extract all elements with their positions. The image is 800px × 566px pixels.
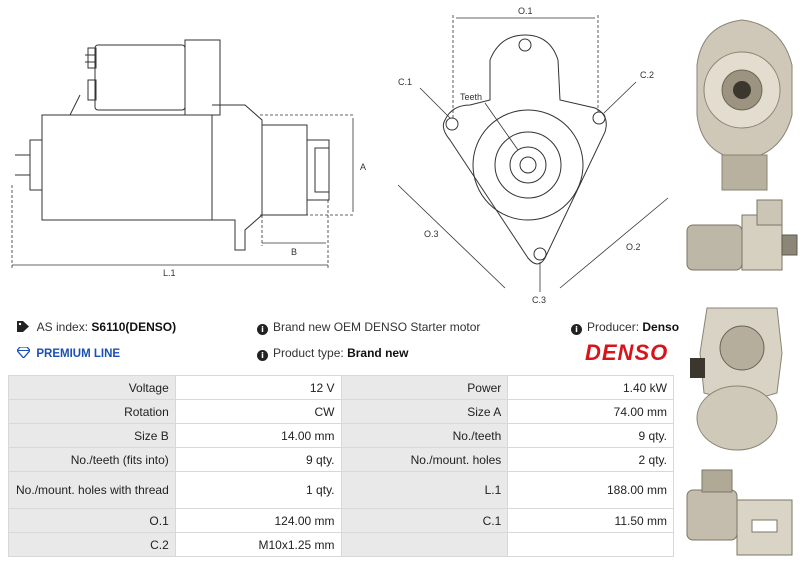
spec-label: No./teeth (fits into) — [8, 447, 176, 472]
premium-line-label: PREMIUM LINE — [36, 348, 121, 360]
premium-line[interactable]: PREMIUM LINE — [16, 346, 121, 361]
denso-logo: DENSO — [585, 340, 669, 365]
product-photo-front[interactable] — [682, 5, 800, 195]
spec-label: No./mount. holes with thread — [8, 471, 176, 509]
diamond-icon — [16, 346, 31, 361]
dim-label-b: B — [291, 247, 297, 257]
spec-value: 1 qty. — [174, 471, 342, 509]
spec-label — [340, 532, 509, 557]
table-row: No./teeth (fits into) 9 qty. No./mount. … — [8, 447, 674, 472]
table-row: No./mount. holes with thread 1 qty. L.1 … — [8, 471, 674, 509]
specs-table: Voltage 12 V Power 1.40 kW Rotation CW S… — [8, 375, 674, 557]
spec-value: 1.40 kW — [507, 375, 674, 400]
table-row: O.1 124.00 mm C.1 11.50 mm — [8, 508, 674, 533]
product-type: i Product type: Brand new — [257, 346, 408, 361]
producer-value: Denso — [642, 320, 680, 334]
as-index-label: AS index: — [36, 320, 89, 334]
dim-label-o3: O.3 — [424, 229, 439, 239]
table-row: Voltage 12 V Power 1.40 kW — [8, 375, 674, 400]
info-icon: i — [571, 324, 582, 335]
as-index-value: S6110(DENSO) — [91, 320, 177, 334]
producer-label: Producer: — [587, 320, 640, 334]
spec-value: 2 qty. — [507, 447, 674, 472]
info-icon: i — [257, 324, 268, 335]
spec-label: Size B — [8, 423, 176, 448]
spec-value: 12 V — [174, 375, 342, 400]
product-photo-gallery — [682, 0, 800, 566]
dim-label-o2: O.2 — [626, 242, 641, 252]
table-row: Size B 14.00 mm No./teeth 9 qty. — [8, 423, 674, 448]
spec-value: 14.00 mm — [174, 423, 342, 448]
spec-value: 9 qty. — [174, 447, 342, 472]
starter-motor-diagram: A B L.1 O.1 C.1 C.2 Teet — [11, 6, 669, 305]
table-row: Rotation CW Size A 74.00 mm — [8, 399, 674, 424]
spec-value: 74.00 mm — [507, 399, 674, 424]
spec-label: Rotation — [8, 399, 176, 424]
technical-drawing: A B L.1 O.1 C.1 C.2 Teet — [0, 0, 680, 310]
spec-value: 11.50 mm — [507, 508, 674, 533]
dim-label-teeth: Teeth — [460, 92, 482, 102]
tag-icon — [17, 321, 30, 335]
product-type-value: Brand new — [347, 346, 409, 360]
spec-label: No./mount. holes — [340, 447, 509, 472]
table-row: C.2 M10x1.25 mm — [8, 532, 674, 557]
spec-value — [507, 532, 674, 557]
product-photo-top[interactable] — [682, 465, 800, 565]
spec-value: 9 qty. — [507, 423, 674, 448]
spec-label: Size A — [340, 399, 509, 424]
info-icon: i — [257, 350, 268, 361]
spec-value: CW — [174, 399, 342, 424]
spec-label: C.1 — [340, 508, 509, 533]
as-index: AS index: S6110(DENSO) — [17, 320, 176, 335]
producer: i Producer: Denso — [571, 320, 679, 335]
dim-label-l1: L.1 — [163, 268, 176, 278]
product-description: i Brand new OEM DENSO Starter motor — [257, 320, 480, 335]
spec-label: C.2 — [8, 532, 176, 557]
product-photo-side[interactable] — [682, 195, 800, 290]
spec-value: M10x1.25 mm — [174, 532, 342, 557]
spec-label: O.1 — [8, 508, 176, 533]
spec-label: Power — [340, 375, 509, 400]
dim-label-a: A — [360, 162, 366, 172]
spec-label: Voltage — [8, 375, 176, 400]
spec-value: 188.00 mm — [507, 471, 674, 509]
spec-label: L.1 — [340, 471, 509, 509]
dim-label-c3: C.3 — [532, 295, 546, 305]
spec-value: 124.00 mm — [174, 508, 342, 533]
product-photo-angle[interactable] — [682, 293, 800, 458]
dim-label-c2: C.2 — [640, 70, 654, 80]
product-type-label: Product type: — [273, 346, 344, 360]
dim-label-o1: O.1 — [518, 6, 533, 16]
spec-label: No./teeth — [340, 423, 509, 448]
dim-label-c1: C.1 — [398, 77, 412, 87]
description-text: Brand new OEM DENSO Starter motor — [273, 320, 481, 334]
